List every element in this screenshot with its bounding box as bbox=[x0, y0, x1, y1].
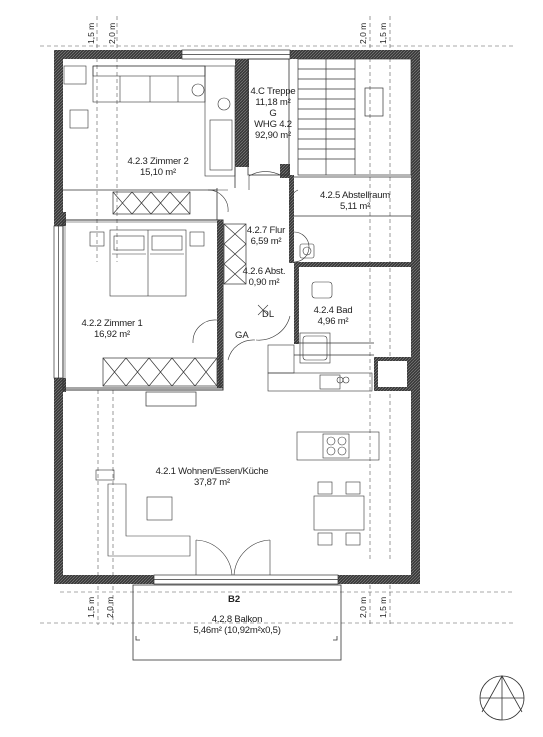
beds bbox=[89, 229, 205, 297]
sofa bbox=[95, 469, 191, 557]
windows bbox=[53, 49, 339, 585]
north-arrow-icon bbox=[479, 675, 525, 721]
dining-table bbox=[313, 481, 365, 546]
staircase bbox=[297, 58, 412, 176]
zimmer2-furniture bbox=[63, 65, 236, 177]
bath-fixtures bbox=[267, 243, 373, 392]
thin-partitions bbox=[60, 58, 411, 389]
doors bbox=[192, 171, 310, 576]
kitchen-island bbox=[296, 431, 380, 461]
inner-walls bbox=[217, 59, 411, 391]
balcony bbox=[132, 584, 342, 661]
wardrobes bbox=[102, 191, 247, 407]
dimension-lines bbox=[40, 16, 515, 625]
outer-walls bbox=[54, 50, 420, 584]
